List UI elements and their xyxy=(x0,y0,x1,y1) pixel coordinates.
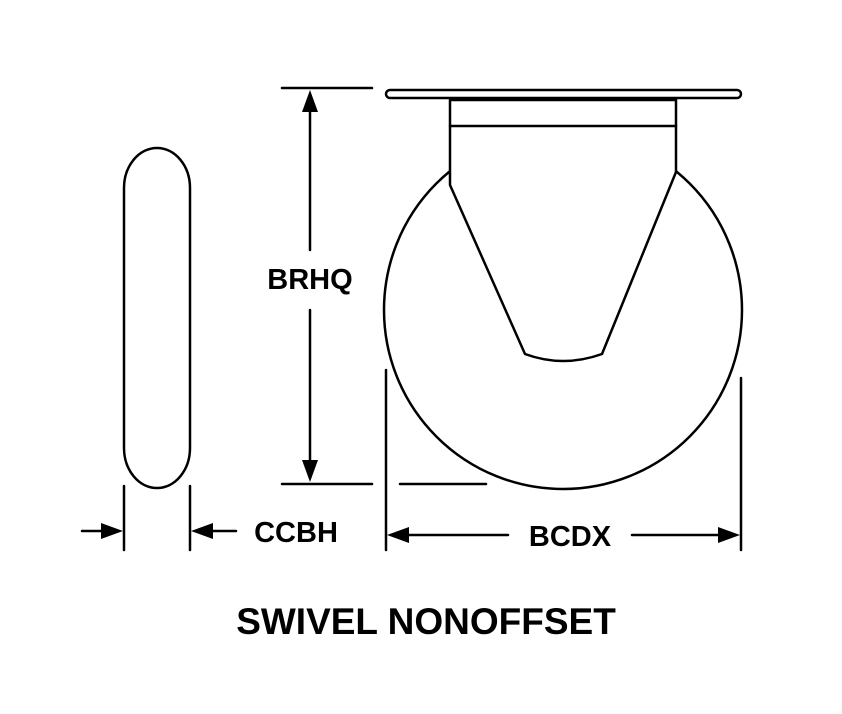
arrow-up-icon xyxy=(302,90,318,112)
caster-fork xyxy=(448,98,678,363)
diagram-caption: SWIVEL NONOFFSET xyxy=(236,601,616,642)
arrow-left-icon xyxy=(387,527,409,543)
arrow-right-icon xyxy=(718,527,740,543)
arrow-right-icon xyxy=(101,523,123,539)
wheel-side-view xyxy=(122,146,192,490)
diameter-label: BCDX xyxy=(529,521,612,553)
arrow-left-icon xyxy=(191,523,213,539)
diameter-dimension: BCDX xyxy=(384,368,743,553)
width-dimension: CCBH xyxy=(80,484,338,552)
height-label: BRHQ xyxy=(267,264,352,296)
height-dimension: BRHQ xyxy=(267,86,374,486)
mounting-plate xyxy=(384,88,743,100)
width-label: CCBH xyxy=(254,517,338,549)
arrow-down-icon xyxy=(302,460,318,482)
